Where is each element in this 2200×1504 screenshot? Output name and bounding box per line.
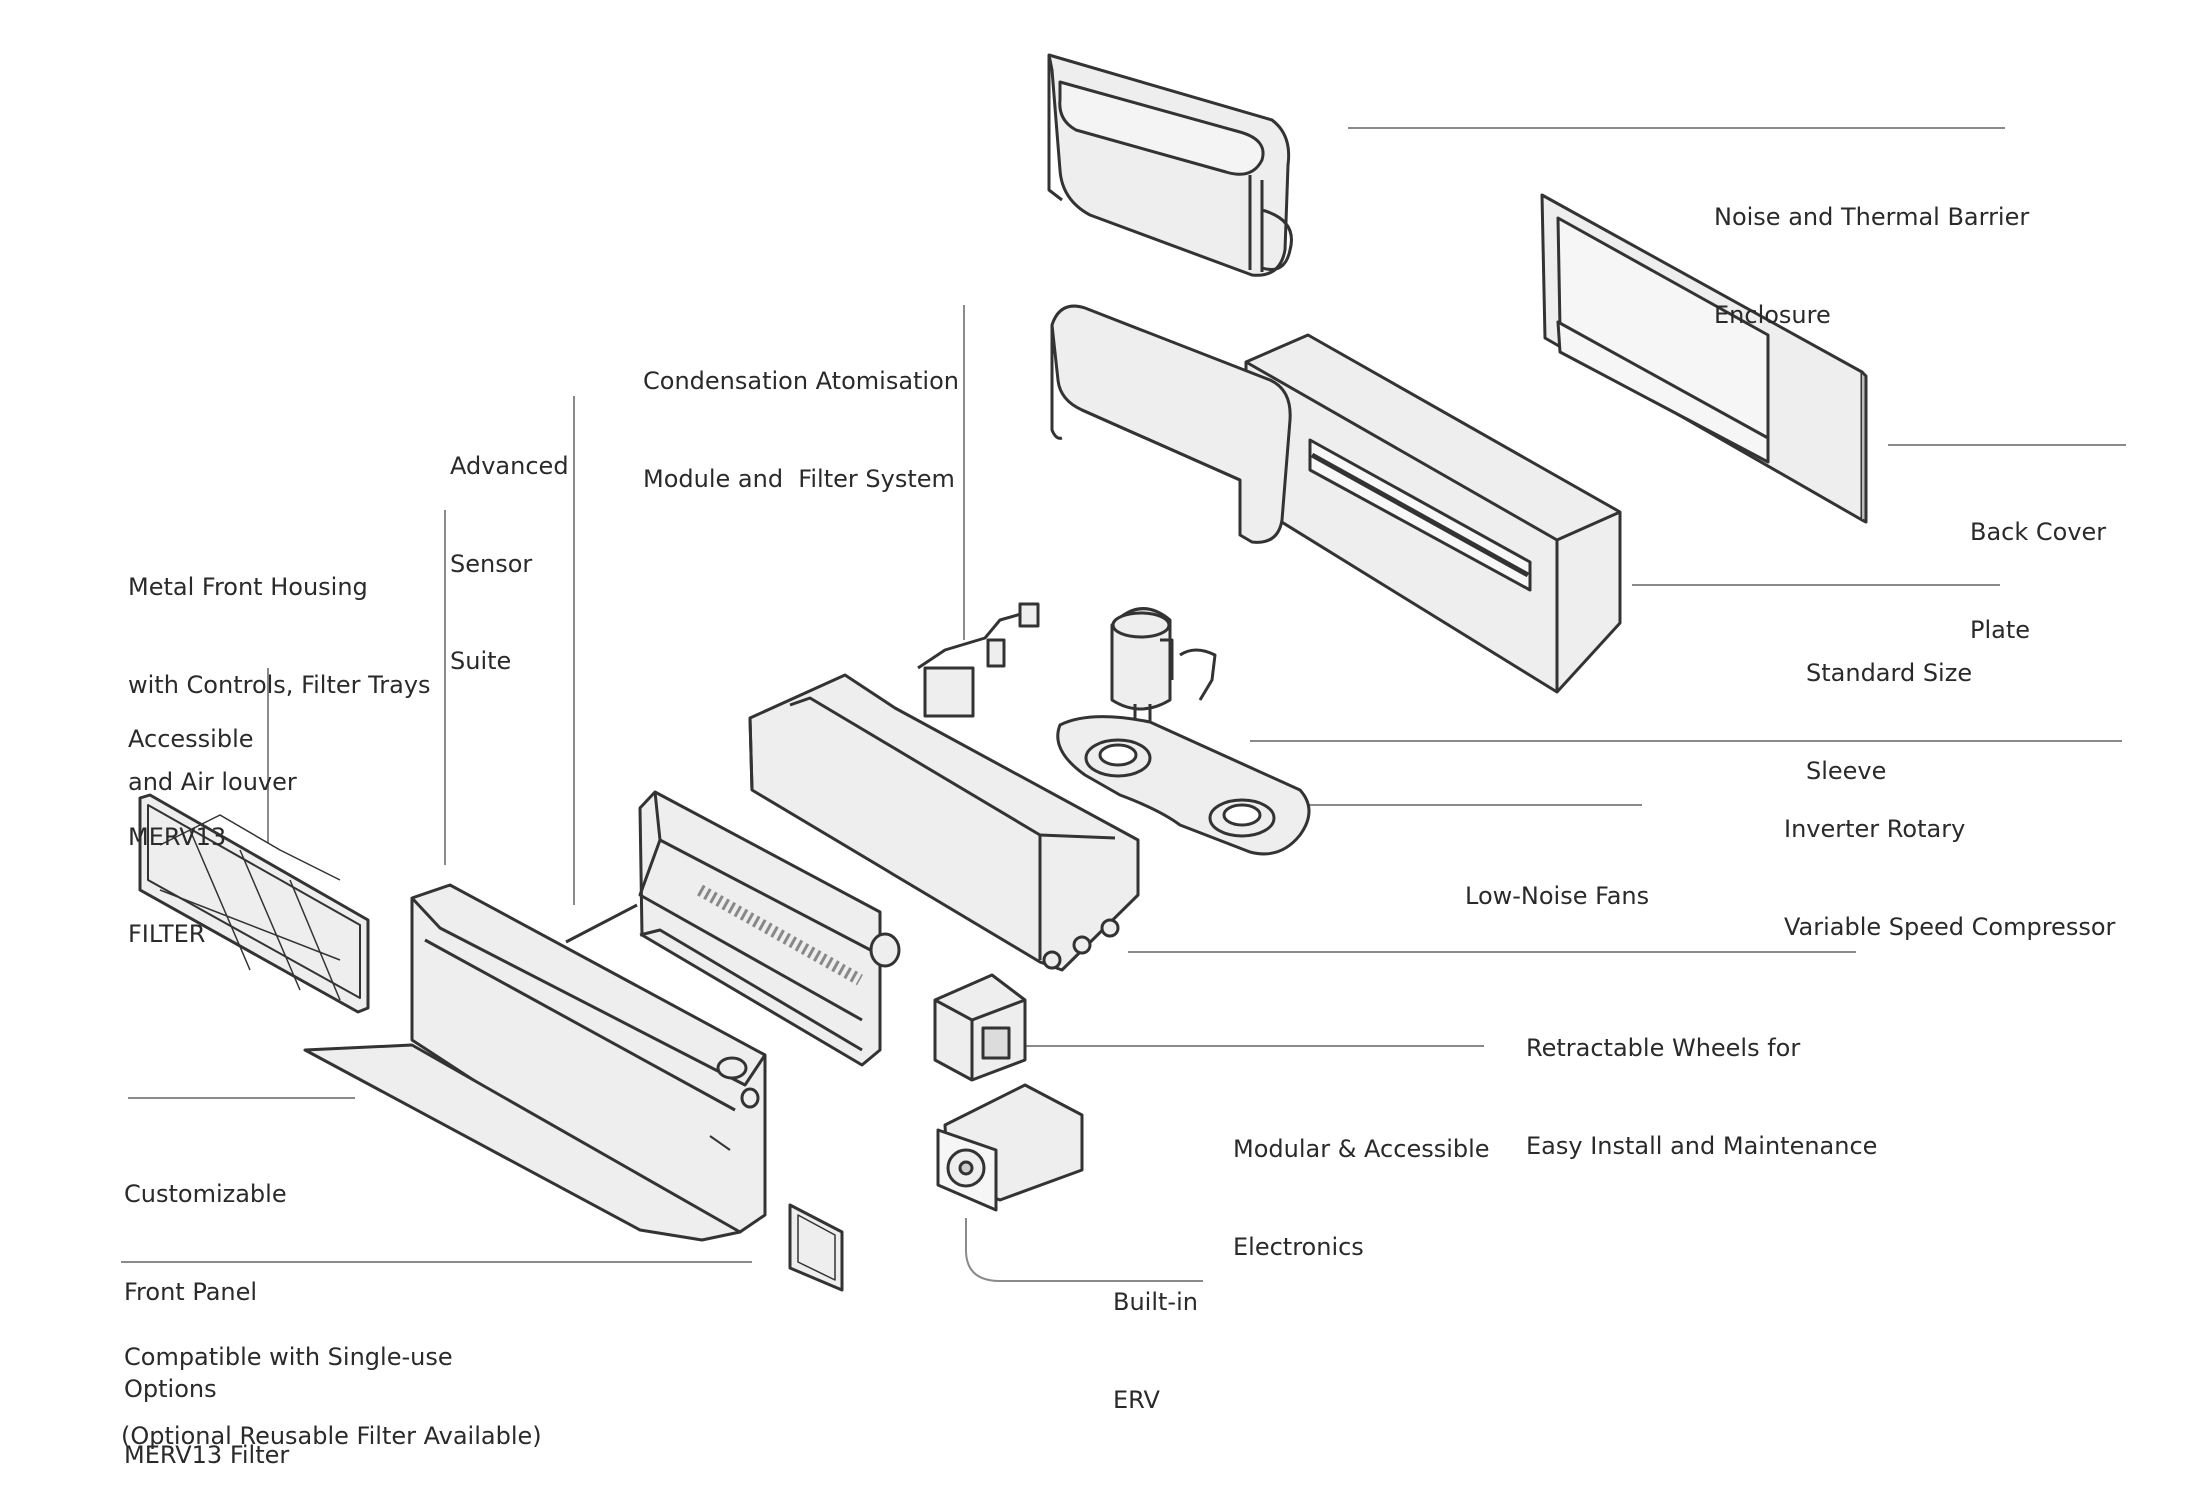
label-line: Options [124, 1375, 217, 1403]
label-line: Low-Noise Fans [1465, 882, 1650, 910]
label-line: Built-in [1113, 1288, 1198, 1316]
label-line: Accessible [128, 725, 254, 753]
label-line: Easy Install and Maintenance [1526, 1131, 1878, 1160]
label-line: Sleeve [1806, 756, 1887, 785]
label-line: Noise and Thermal Barrier [1714, 203, 2030, 231]
leader-lines [121, 127, 2126, 1282]
label-line: Variable Speed Compressor [1784, 912, 2116, 941]
components [138, 53, 1868, 1292]
label-merv-access: Accessible MERV13 FILTER [128, 658, 254, 983]
label-line: (Optional Reusable Filter Available) [121, 1422, 542, 1450]
label-line: and Air louver [128, 768, 297, 796]
leader-erv [965, 1218, 1203, 1282]
exploded-diagram: Noise and Thermal Barrier Enclosure Back… [121, 53, 2126, 1469]
front-housing [303, 883, 767, 1242]
label-condensation: Condensation Atomisation Module and Filt… [643, 300, 959, 528]
label-back-cover: Back Cover Plate [1970, 451, 2106, 679]
label-line: Retractable Wheels for [1526, 1034, 1801, 1062]
label-line: Sensor [450, 549, 533, 578]
label-wheels: Retractable Wheels for Easy Install and … [1526, 967, 1877, 1195]
label-line: Front Panel [124, 1277, 258, 1306]
label-line: Electronics [1233, 1232, 1364, 1261]
label-electronics: Modular & Accessible Electronics [1233, 1068, 1490, 1296]
label-fans: Low-Noise Fans [1465, 815, 1649, 945]
label-compressor: Inverter Rotary Variable Speed Compresso… [1784, 748, 2115, 976]
label-line: Advanced [450, 452, 569, 480]
compressor [1110, 607, 1217, 730]
noise-barrier-enclosure [1047, 53, 1293, 277]
filter-system [638, 790, 901, 1067]
label-line: Customizable [124, 1180, 287, 1208]
erv-module [936, 1083, 1084, 1212]
condensation-module [917, 602, 1040, 718]
merv-filter-panel [138, 793, 370, 1014]
standard-size-sleeve [1244, 333, 1622, 694]
label-optional: (Optional Reusable Filter Available) [121, 1355, 542, 1485]
label-line: with Controls, Filter Trays [128, 670, 431, 699]
label-erv: Built-in ERV [1113, 1221, 1198, 1449]
condenser-coil [1050, 304, 1292, 544]
label-line: MERV13 [128, 822, 227, 851]
label-line: Modular & Accessible [1233, 1135, 1490, 1163]
diagram-drawing [121, 53, 2126, 1292]
single-use-filter [788, 1203, 844, 1292]
label-line: Condensation Atomisation [643, 367, 959, 395]
label-line: Enclosure [1714, 300, 1831, 329]
electronics-module [933, 973, 1027, 1082]
label-line: Metal Front Housing [128, 573, 368, 601]
label-noise-barrier: Noise and Thermal Barrier Enclosure [1714, 136, 2029, 364]
label-line: FILTER [128, 920, 206, 948]
label-sensor: Advanced Sensor Suite [450, 385, 569, 710]
label-line: Module and Filter System [643, 464, 955, 493]
label-front-panel: Customizable Front Panel Options [124, 1113, 287, 1438]
label-line: ERV [1113, 1385, 1160, 1414]
label-line: Back Cover [1970, 518, 2107, 546]
back-cover-plate [1540, 193, 1868, 524]
label-line: Suite [450, 647, 512, 675]
label-line: Compatible with Single-use [124, 1343, 453, 1371]
label-sleeve: Standard Size Sleeve [1806, 592, 1972, 820]
label-line: Plate [1970, 615, 2031, 644]
drain-pan-chassis [748, 673, 1140, 972]
sensor-strip [565, 903, 638, 944]
label-line: Standard Size [1806, 659, 1973, 687]
label-line: Inverter Rotary [1784, 815, 1966, 843]
low-noise-fans [1056, 715, 1311, 856]
label-front-housing: Metal Front Housing with Controls, Filte… [128, 506, 431, 831]
